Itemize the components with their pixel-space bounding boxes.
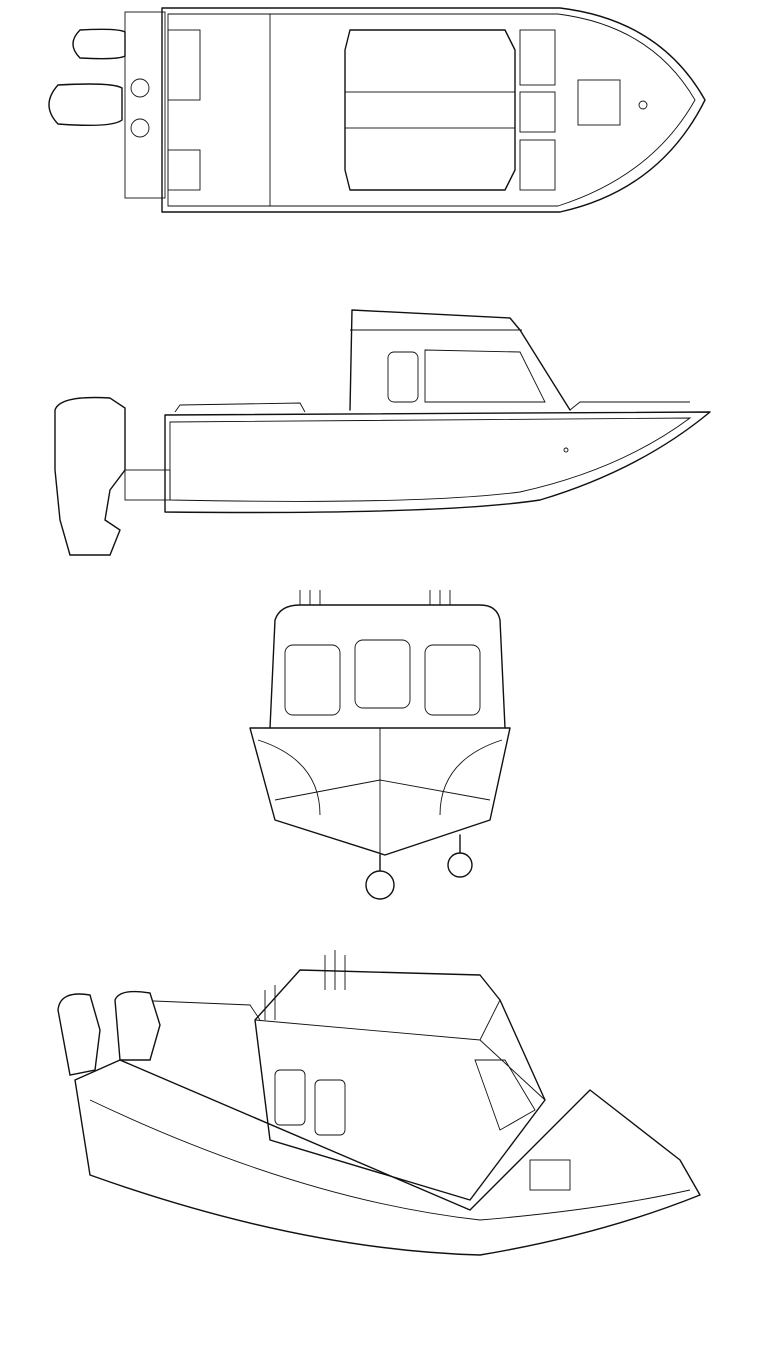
outboard-motor-icon [114, 990, 161, 1061]
outboard-motor-icon [72, 28, 126, 60]
boat-perspective-view [57, 950, 701, 1256]
propeller-icon [365, 870, 395, 900]
boat-top-view [48, 7, 706, 213]
boat-front-view [249, 590, 511, 900]
outboard-motor-icon [57, 993, 101, 1076]
outboard-motor-icon [54, 396, 126, 556]
propeller-icon [447, 852, 473, 878]
boat-side-view [54, 309, 711, 556]
outboard-motor-icon [48, 83, 123, 127]
